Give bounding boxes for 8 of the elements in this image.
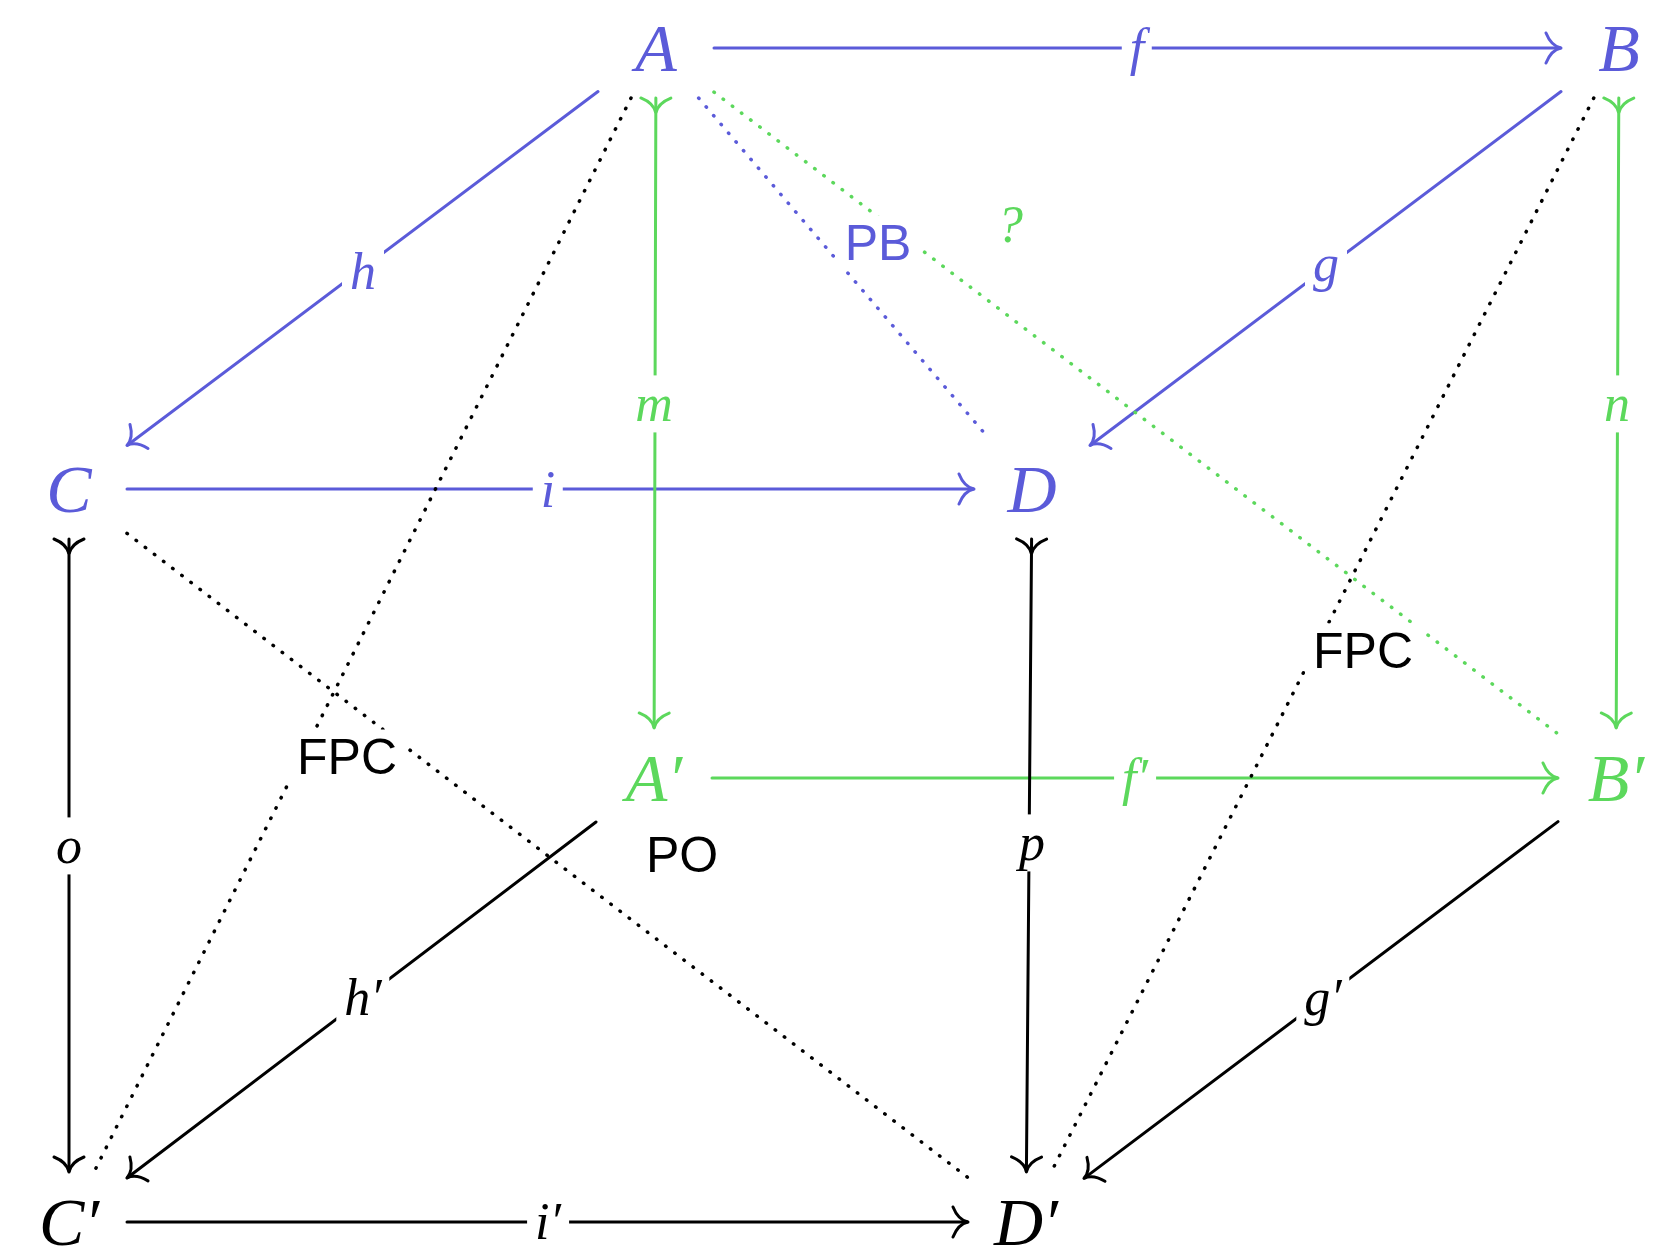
object-label: C′ (38, 1188, 100, 1256)
dotted-line (712, 90, 1560, 736)
object-label: B (1598, 14, 1640, 82)
dotted-line (125, 531, 970, 1180)
object-label: B′ (1587, 744, 1645, 812)
object-label: D′ (994, 1188, 1058, 1256)
object-label: C (46, 455, 92, 523)
object-label: D (1007, 455, 1057, 523)
